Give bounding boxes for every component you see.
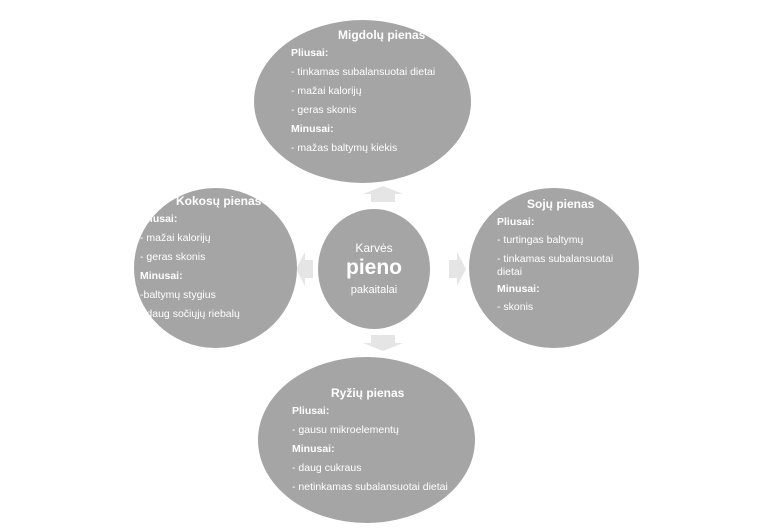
- node-title: Kokosų pienas: [176, 194, 262, 208]
- node-soy-milk: Sojų pienas Pliusai: - turtingas baltymų…: [469, 188, 639, 348]
- pro-item: - mažai kalorijų: [291, 85, 362, 97]
- node-content: Pliusai: - mažai kalorijų - geras skonis…: [140, 210, 240, 324]
- cons-label: Minusai:: [291, 123, 334, 135]
- node-content: Pliusai: - tinkamas subalansuotai dietai…: [291, 44, 435, 158]
- pros-label: Pliusai:: [497, 216, 535, 228]
- pro-item: - gausu mikroelementų: [292, 424, 399, 436]
- node-title: Migdolų pienas: [338, 28, 426, 42]
- pros-label: Pliusai:: [291, 47, 329, 59]
- node-coconut-milk: Kokosų pienas Pliusai: - mažai kalorijų …: [134, 188, 297, 348]
- node-content: Pliusai: - gausu mikroelementų Minusai: …: [292, 402, 448, 497]
- pro-item: - geras skonis: [140, 251, 206, 263]
- center-line-1: Karvės: [355, 241, 393, 255]
- center-line-3: pakaitalai: [350, 284, 398, 296]
- pro-item: - tinkamas subalansuotai dietai: [497, 253, 614, 278]
- con-item: - mažas baltymų kiekis: [291, 142, 398, 154]
- arrow-up-icon: [363, 186, 403, 202]
- node-title: Ryžių pienas: [331, 386, 405, 400]
- node-title: Sojų pienas: [527, 197, 595, 211]
- cons-label: Minusai:: [292, 443, 335, 455]
- pro-item: - turtingas baltymų: [497, 233, 584, 246]
- con-item: - skonis: [497, 300, 534, 313]
- arrow-down-icon: [363, 335, 403, 351]
- con-item: - netinkamas subalansuotai dietai: [292, 481, 448, 493]
- center-line-2: pieno: [346, 256, 402, 279]
- node-rice-milk: Ryžių pienas Pliusai: - gausu mikroeleme…: [258, 357, 475, 523]
- node-content: Pliusai: - turtingas baltymų - tinkamas …: [497, 214, 627, 316]
- arrow-right-icon: [449, 252, 466, 286]
- cons-label: Minusai:: [140, 270, 183, 282]
- pro-item: - mažai kalorijų: [140, 232, 211, 244]
- con-item: - daug cukraus: [292, 462, 362, 474]
- pros-label: Pliusai:: [140, 213, 178, 225]
- arrow-left-icon: [296, 252, 313, 286]
- pro-item: - tinkamas subalansuotai dietai: [291, 66, 436, 78]
- pro-item: - geras skonis: [291, 104, 357, 116]
- con-item: - daug sočiųjų riebalų: [140, 308, 240, 320]
- pros-label: Pliusai:: [292, 405, 330, 417]
- con-item: -baltymų stygius: [140, 289, 216, 301]
- node-almond-milk: Migdolų pienas Pliusai: - tinkamas subal…: [254, 20, 471, 183]
- center-node: Karvės pieno pakaitalai: [318, 209, 430, 329]
- cons-label: Minusai:: [497, 283, 540, 295]
